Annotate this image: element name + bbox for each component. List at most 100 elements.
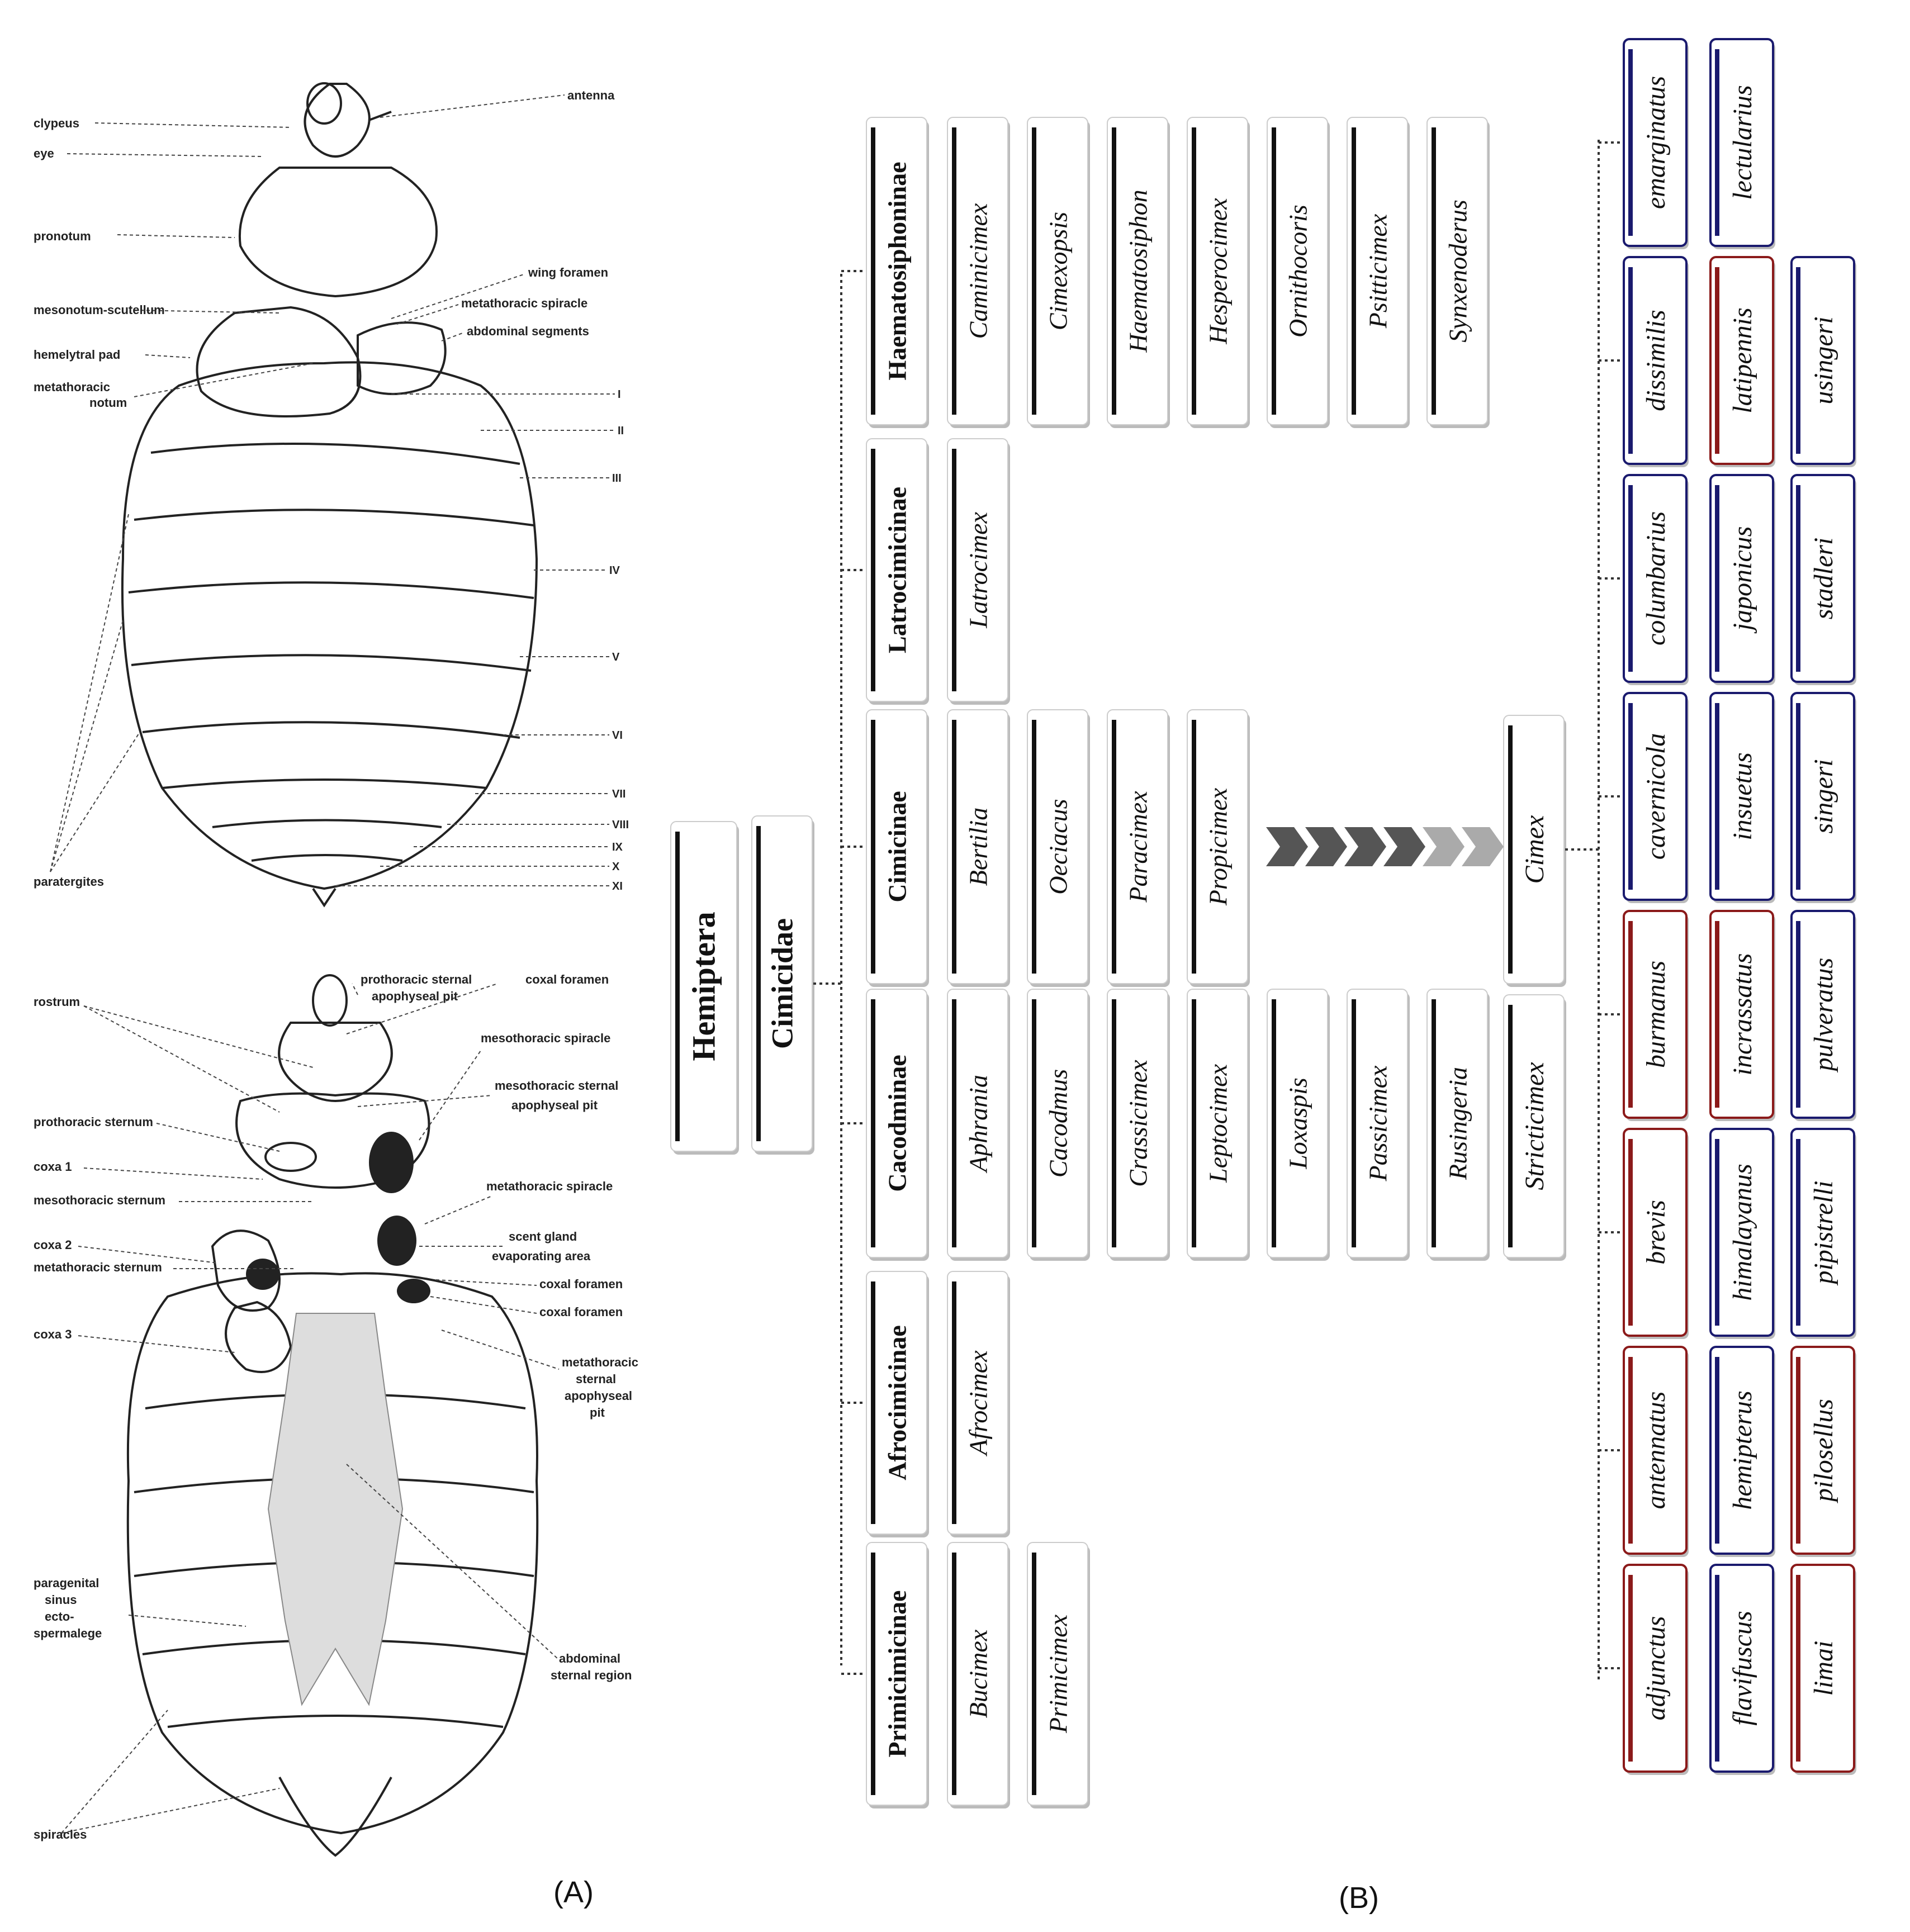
coxa-3-shape <box>225 1300 292 1373</box>
genus-box-aphrania: Aphrania <box>947 989 1010 1261</box>
abdomen-outline <box>121 361 538 890</box>
mesothoracic-spiracle-shape <box>369 1132 414 1193</box>
segment-line <box>150 443 520 465</box>
species-box-brevis-label: brevis <box>1641 1200 1671 1265</box>
genus-box-cimexopsis: Cimexopsis <box>1027 117 1090 428</box>
box-accent-bar <box>1715 49 1719 236</box>
box-frame <box>1709 256 1774 465</box>
label-paratergites: paratergites <box>34 875 104 889</box>
subfamily-box-afrocimicinae: Afrocimicinae <box>866 1271 929 1537</box>
box-accent-bar <box>871 1553 875 1795</box>
genus-box-afrocimex: Afrocimex <box>947 1271 1010 1537</box>
box-frame <box>1790 474 1855 683</box>
panel-b-caption: (B) <box>1339 1881 1379 1915</box>
box-accent-bar <box>1796 1357 1800 1544</box>
box-accent-bar <box>1628 1357 1633 1544</box>
box-accent-bar <box>1715 267 1719 454</box>
species-box-japonicus: japonicus <box>1709 474 1775 685</box>
subfamily-box-latrocimicinae: Latrocimicinae <box>866 438 929 705</box>
species-box-usingeri-label: usingeri <box>1809 316 1838 404</box>
box-frame <box>1623 1128 1688 1337</box>
subfamily-box-haematosiphoninae: Haematosiphoninae <box>866 117 929 428</box>
genus-box-afrocimex-label: Afrocimex <box>964 1350 993 1457</box>
genus-box-hesperocimex-label: Hesperocimex <box>1204 198 1233 345</box>
label-metathoracic-sternum: metathoracic sternum <box>34 1260 162 1274</box>
label-spiracles: spiracles <box>34 1827 87 1841</box>
box-accent-bar <box>1112 127 1116 415</box>
box-frame <box>947 709 1008 984</box>
genus-box-cacodmus-label: Cacodmus <box>1044 1069 1073 1178</box>
segment-III: III <box>612 472 622 485</box>
order-box-label: Hemiptera <box>685 912 722 1061</box>
genus-box-latrocimex-label: Latrocimex <box>964 512 993 629</box>
dorsal-labels: antenna clypeus eye pronotum wing forame… <box>34 88 615 889</box>
label-coxal-foramen-3: coxal foramen <box>539 1305 623 1319</box>
box-frame <box>1426 989 1488 1258</box>
box-frame <box>1709 474 1774 683</box>
species-box-dissimilis: dissimilis <box>1623 256 1689 467</box>
box-accent-bar <box>675 832 680 1141</box>
label-ecto: ecto- <box>45 1610 74 1624</box>
label-sternal-region: sternal region <box>551 1668 632 1682</box>
genus-box-psitticimex-label: Psitticimex <box>1364 213 1392 329</box>
box-frame <box>1709 692 1774 901</box>
box-frame <box>1187 117 1248 425</box>
box-frame <box>1790 1346 1855 1555</box>
box-frame <box>1267 117 1328 425</box>
species-box-flavifuscus-label: flavifuscus <box>1728 1611 1757 1725</box>
box-frame <box>1027 1542 1088 1806</box>
label-mesothoracic-sternum: mesothoracic sternum <box>34 1193 165 1207</box>
label-eye: eye <box>34 146 54 160</box>
species-box-emarginatus: emarginatus <box>1623 38 1689 249</box>
label-prothoracic-sternum: prothoracic sternum <box>34 1115 153 1129</box>
box-accent-bar <box>1715 921 1719 1108</box>
genus-box-stricticimex-label: Stricticimex <box>1520 1062 1549 1190</box>
box-frame <box>1623 692 1688 901</box>
species-box-singeri-label: singeri <box>1809 759 1838 833</box>
ventral-head-shape <box>278 1022 393 1102</box>
segment-line <box>128 581 534 599</box>
label-coxa-2: coxa 2 <box>34 1238 72 1252</box>
species-box-japonicus-label: japonicus <box>1728 526 1757 634</box>
label-metathoracic-spiracle-v: metathoracic spiracle <box>486 1179 613 1193</box>
box-frame <box>947 438 1008 702</box>
box-frame <box>1790 910 1855 1119</box>
species-box-flavifuscus: flavifuscus <box>1709 1564 1775 1775</box>
box-accent-bar <box>871 999 875 1247</box>
label-clypeus: clypeus <box>34 116 79 130</box>
label-coxa-3: coxa 3 <box>34 1327 72 1341</box>
box-accent-bar <box>871 1281 875 1524</box>
segment-VI: VI <box>612 729 623 742</box>
box-accent-bar <box>952 449 956 691</box>
head-shape <box>304 83 371 158</box>
genus-box-latrocimex: Latrocimex <box>947 438 1010 705</box>
box-frame <box>1426 117 1488 425</box>
box-accent-bar <box>1715 1139 1719 1326</box>
arrow-chevron <box>1266 827 1308 866</box>
species-box-adjunctus: adjunctus <box>1623 1564 1689 1775</box>
genus-box-bucimex: Bucimex <box>947 1542 1010 1808</box>
species-box-hemipterus: hemipterus <box>1709 1346 1775 1557</box>
genus-box-synxenoderus-label: Synxenoderus <box>1444 200 1472 342</box>
arrow-chevron <box>1305 827 1347 866</box>
genus-box-haematosiphon: Haematosiphon <box>1107 117 1170 428</box>
box-frame <box>947 117 1008 425</box>
box-accent-bar <box>952 999 956 1247</box>
genus-box-cimex: Cimex <box>1503 715 1566 987</box>
rostrum-tip-shape <box>312 974 348 1027</box>
label-abdominal: abdominal <box>559 1651 620 1665</box>
species-box-incrassatus: incrassatus <box>1709 910 1775 1121</box>
box-frame <box>1347 117 1408 425</box>
label-metathoracic: metathoracic <box>34 380 110 394</box>
label-pit-v: pit <box>590 1406 605 1420</box>
box-frame <box>1623 910 1688 1119</box>
segment-VIII: VIII <box>612 819 629 831</box>
panel-a-caption: (A) <box>553 1876 594 1909</box>
species-box-latipennis-label: latipennis <box>1728 307 1757 413</box>
subfamily-box-cimicinae: Cimicinae <box>866 709 929 987</box>
label-coxal-foramen: coxal foramen <box>525 972 609 986</box>
ventral-leader-lines <box>61 983 560 1834</box>
genus-box-ornithocoris-label: Ornithocoris <box>1284 205 1312 338</box>
species-box-himalayanus: himalayanus <box>1709 1128 1775 1339</box>
box-frame <box>1107 709 1168 984</box>
